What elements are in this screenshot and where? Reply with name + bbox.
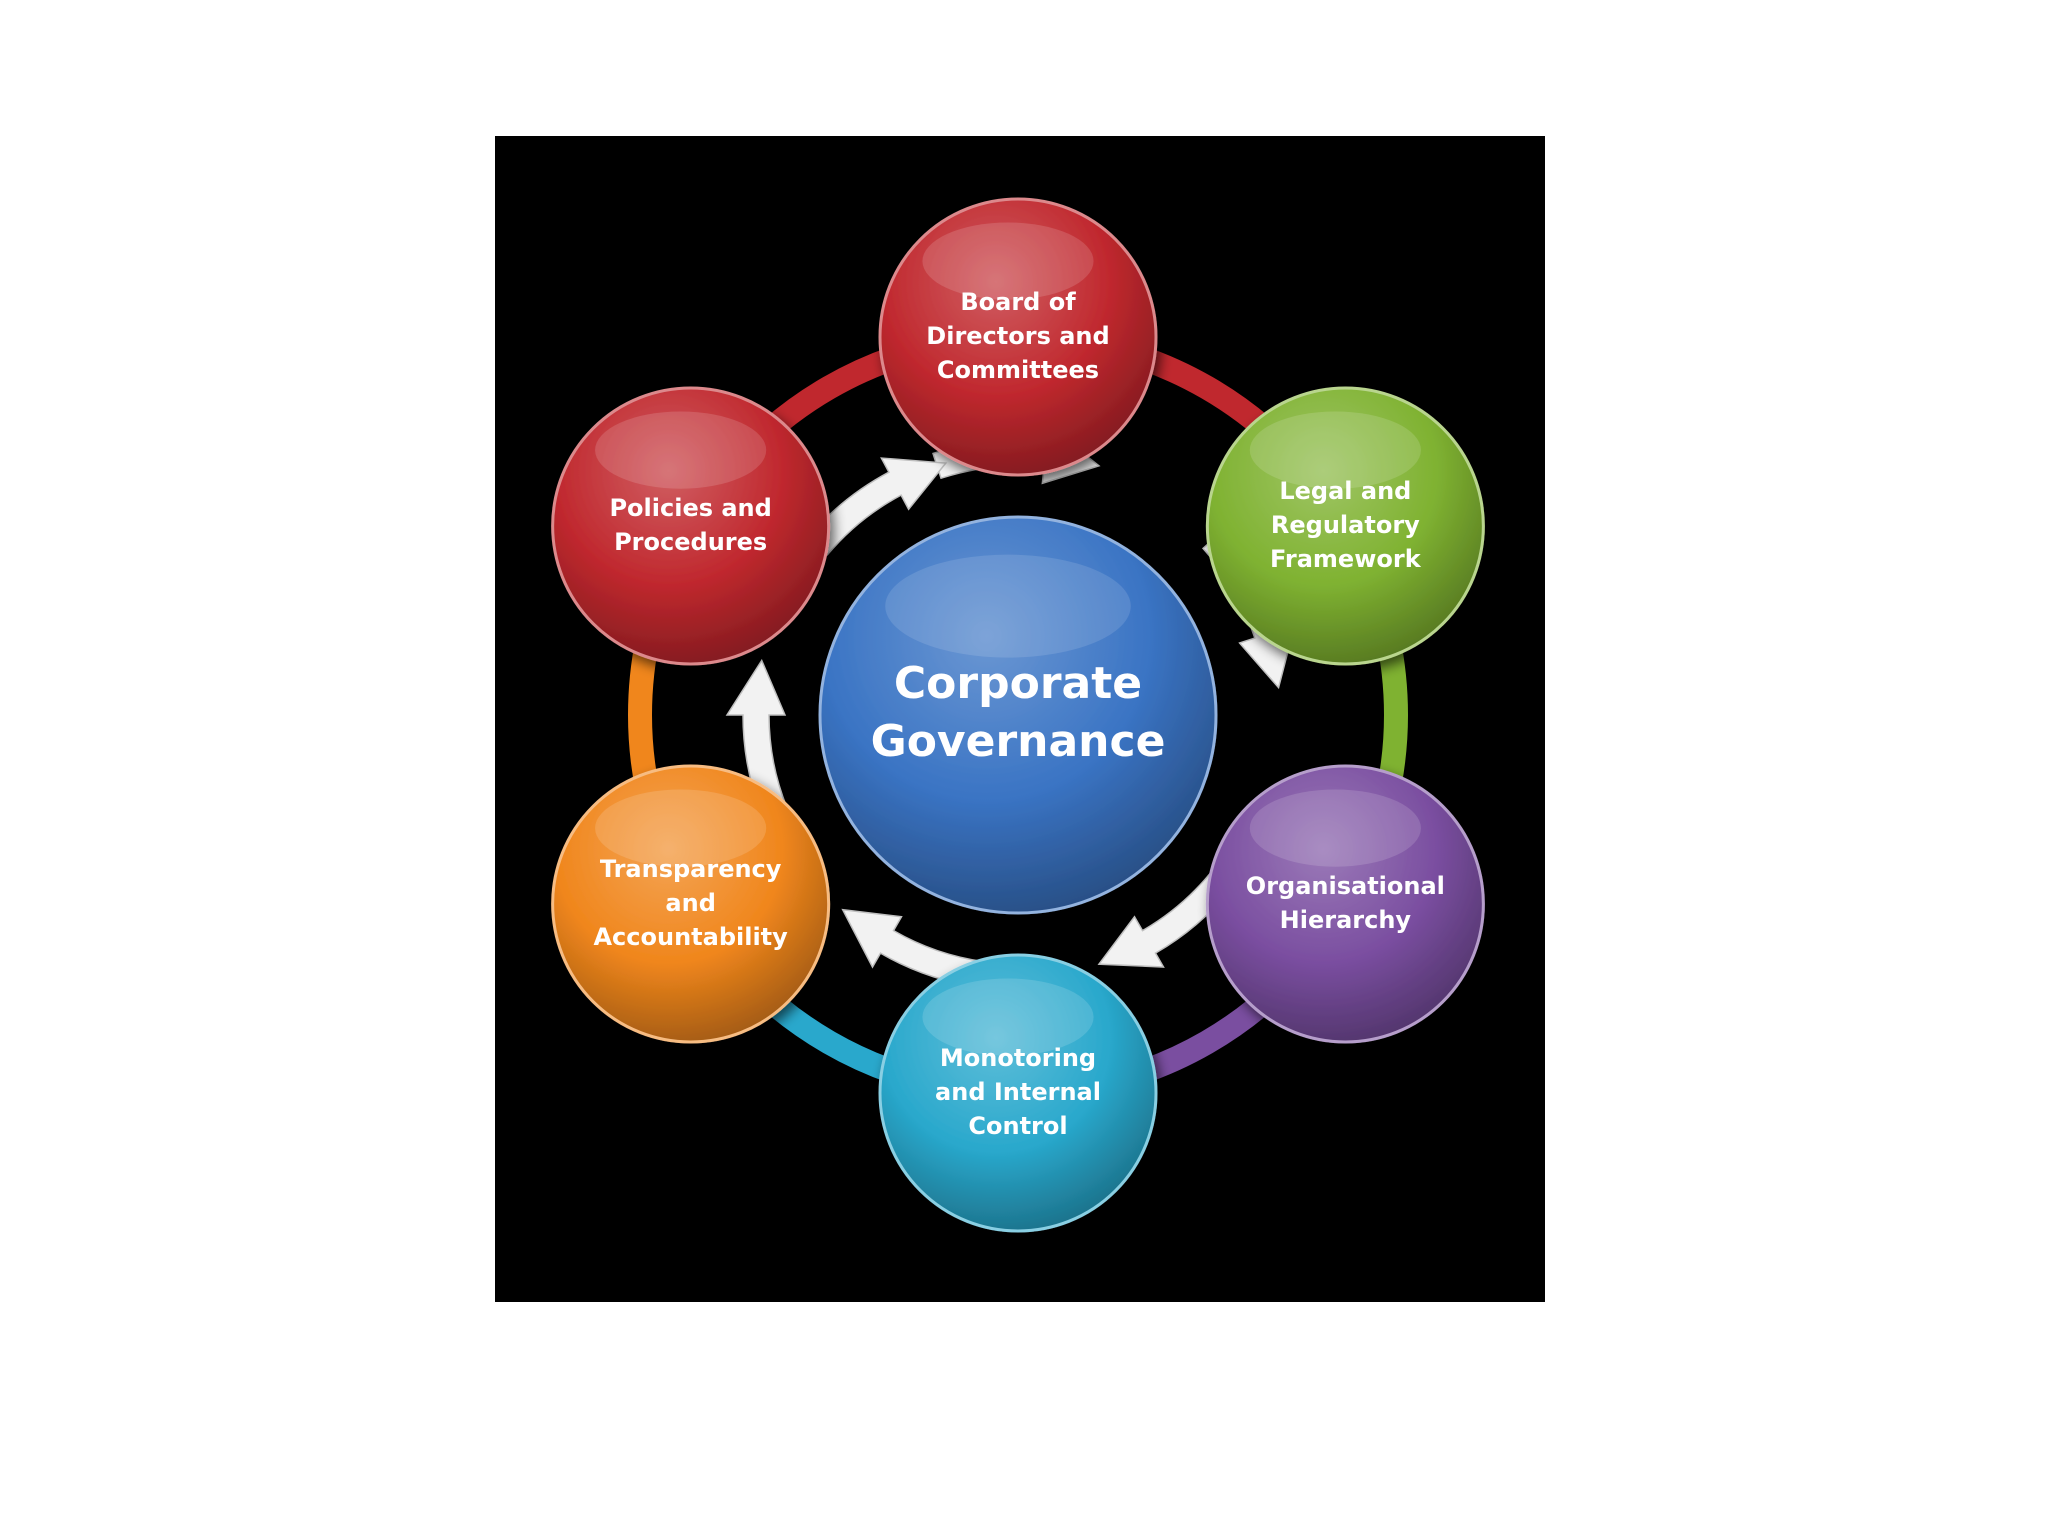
node-gloss	[595, 411, 767, 489]
cycle-arrow-icon	[806, 457, 948, 557]
node-label-line: Control	[968, 1112, 1067, 1140]
node-label-line: Hierarchy	[1280, 906, 1412, 934]
node-circle	[878, 197, 1158, 477]
node-label-line: Transparency	[600, 855, 782, 883]
node-label-line: Committees	[937, 356, 1099, 384]
node-circle	[551, 764, 831, 1044]
node-label-line: and	[665, 889, 715, 917]
node-circle	[878, 953, 1158, 1233]
node-label-line: Procedures	[614, 528, 767, 556]
node-circle	[1205, 386, 1485, 666]
center-title-line: Corporate	[894, 658, 1142, 709]
node-label-line: Framework	[1270, 545, 1422, 573]
node-label-line: Monotoring	[940, 1044, 1096, 1072]
center-title-line: Governance	[871, 716, 1166, 767]
node-gloss	[1249, 789, 1421, 867]
node-circle	[1205, 764, 1485, 1044]
node-label-line: Accountability	[593, 923, 788, 951]
node-gloss	[595, 789, 767, 867]
node-label-line: Legal and	[1279, 477, 1411, 505]
node-label-line: Directors and	[926, 322, 1109, 350]
node-label-line: Organisational	[1246, 872, 1445, 900]
center-circle	[818, 515, 1218, 915]
node-gloss	[1249, 411, 1421, 489]
center-gloss	[885, 554, 1131, 658]
node-gloss	[922, 978, 1094, 1056]
node-label-line: Regulatory	[1271, 511, 1420, 539]
node-circle	[551, 386, 831, 666]
node-label-line: and Internal	[935, 1078, 1101, 1106]
node-gloss	[922, 222, 1094, 300]
node-label-line: Policies and	[609, 494, 771, 522]
node-label-line: Board of	[960, 288, 1076, 316]
